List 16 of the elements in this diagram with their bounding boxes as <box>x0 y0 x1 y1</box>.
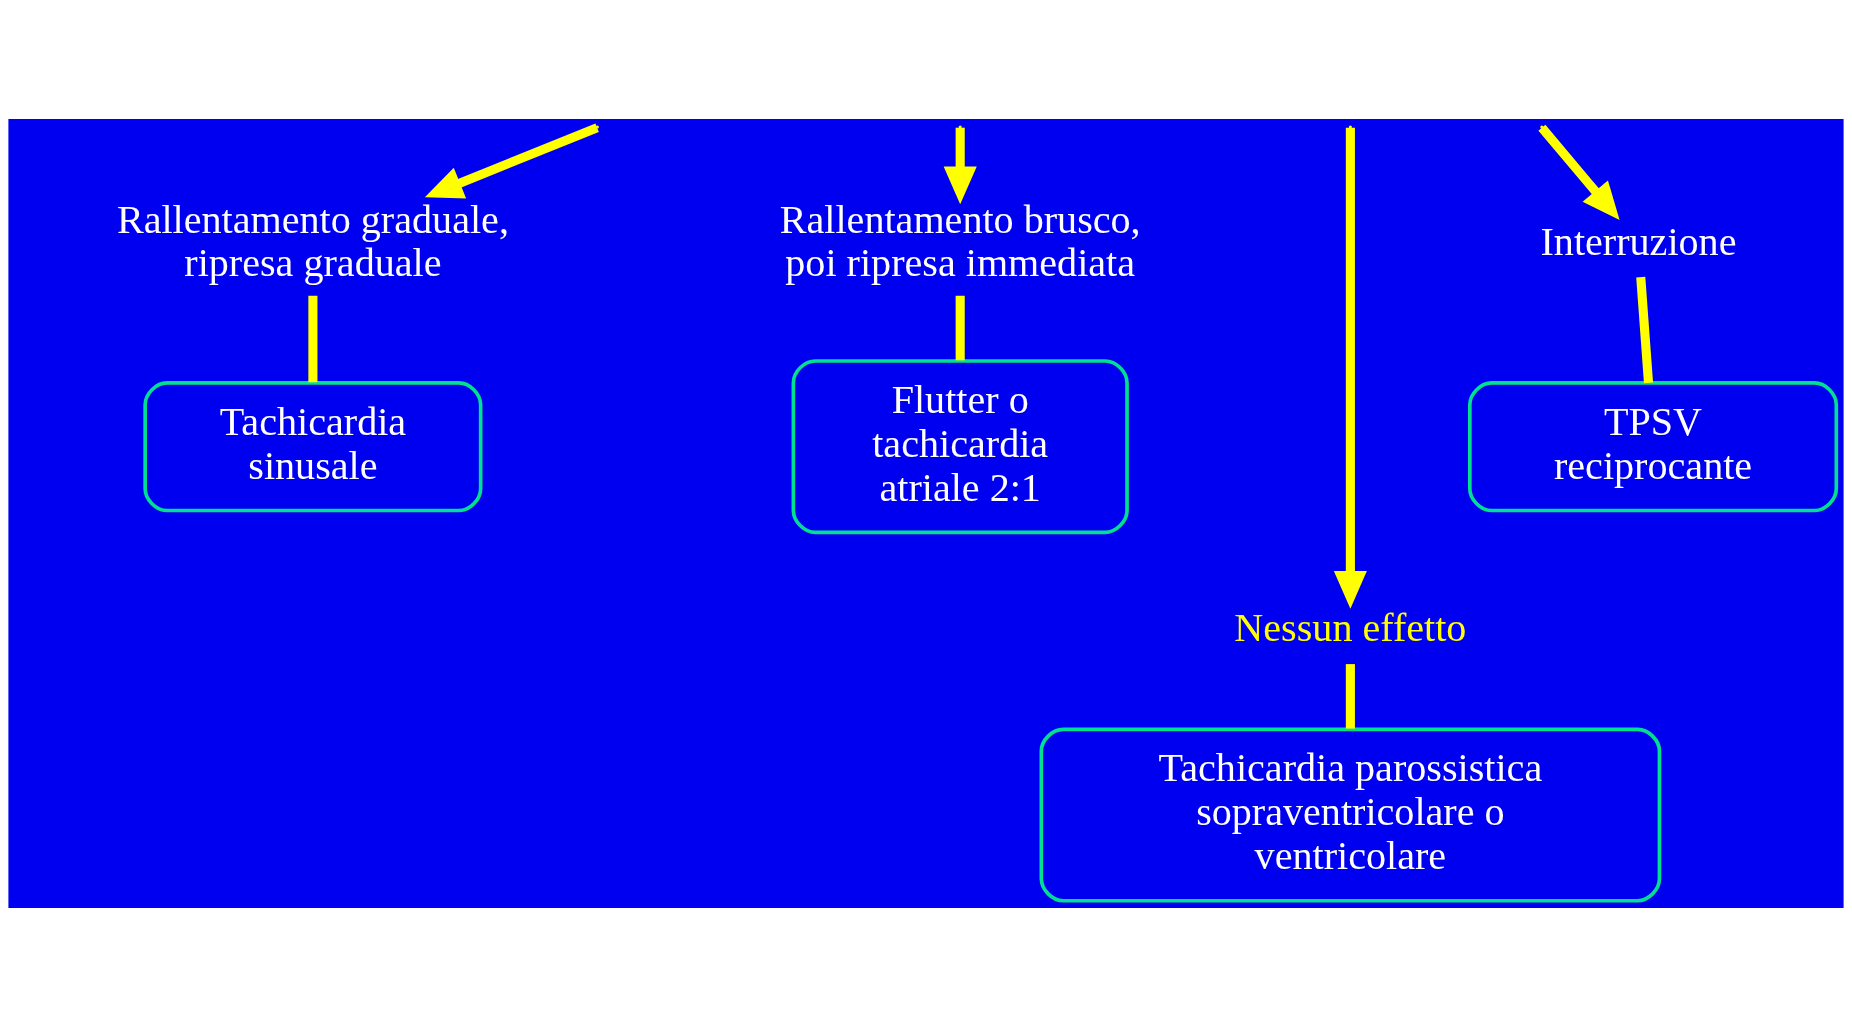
node-box: Tachicardia parossistica sopraventricolare o ventricolare <box>1039 727 1662 903</box>
node-box: Flutter o tachicardia atriale 2:1 <box>791 359 1129 535</box>
node-text: Interruzione <box>1540 218 1737 264</box>
node-box: TPSV reciprocante <box>1468 381 1839 513</box>
connector <box>1345 664 1355 729</box>
node-box: Tachicardia sinusale <box>143 381 483 513</box>
node-text: Rallentamento brusco, poi ripresa immediata <box>779 196 1141 286</box>
connector <box>308 295 318 383</box>
arrow <box>943 127 977 205</box>
connector <box>1636 276 1654 384</box>
node-text: Rallentamento graduale, ripresa graduale <box>116 196 509 286</box>
arrow <box>1538 124 1620 221</box>
node-text: Nessun effetto <box>1234 605 1467 651</box>
connector <box>955 295 965 361</box>
arrow <box>1333 127 1367 609</box>
arrow <box>424 123 599 199</box>
